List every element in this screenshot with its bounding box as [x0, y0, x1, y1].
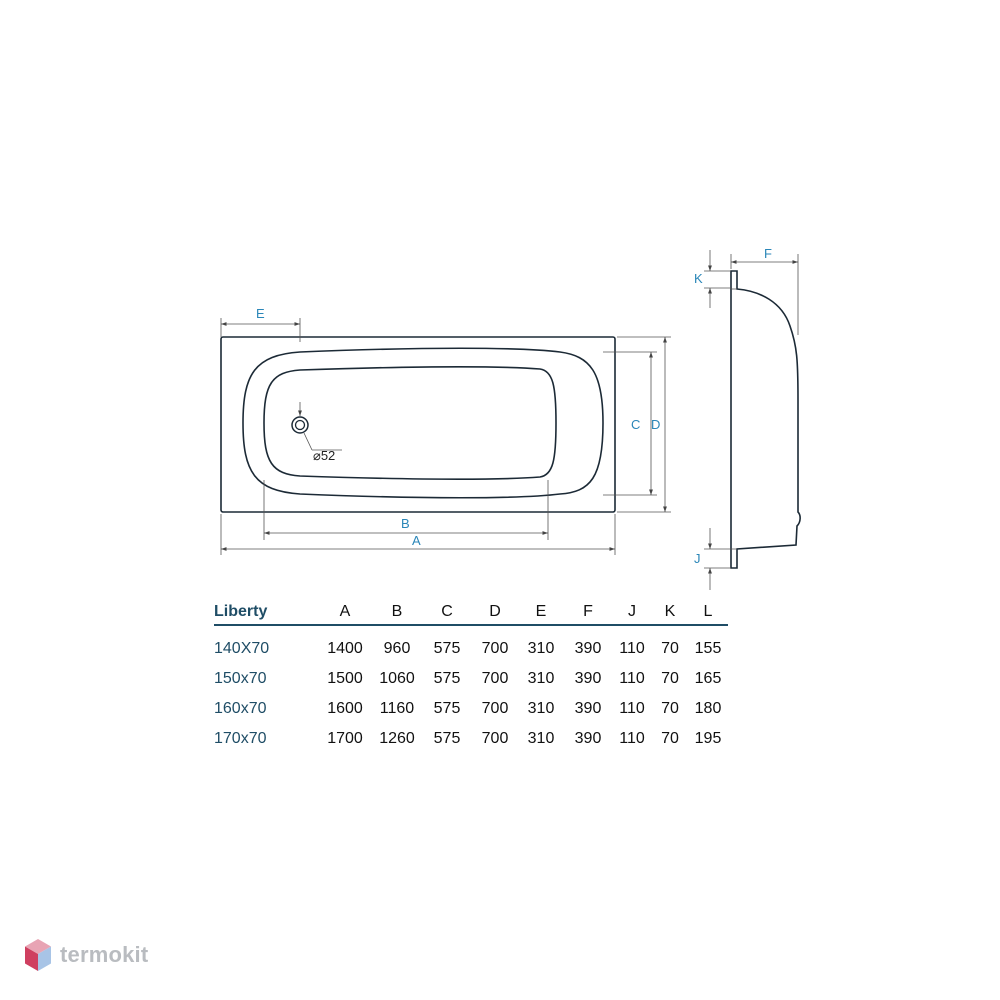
cell-j: 110 — [619, 670, 645, 687]
cell-d: 700 — [481, 730, 509, 747]
table-row: 150x70 1500 1060 575 700 310 390 110 70 … — [214, 664, 728, 694]
model-column-header: Liberty — [214, 600, 318, 626]
top-view: ⌀52 E B A C D — [220, 306, 671, 555]
cell-l: 180 — [694, 700, 722, 717]
cell-f: 390 — [574, 640, 602, 657]
table-row: 140X70 1400 960 575 700 310 390 110 70 1… — [214, 625, 728, 664]
cell-a: 1500 — [327, 670, 363, 687]
cell-d: 700 — [481, 700, 509, 717]
cell-k: 70 — [661, 730, 679, 747]
column-header-l: L — [688, 600, 728, 626]
drain-inner-circle — [294, 419, 306, 431]
table-header-row: Liberty A B C D E F J K L — [214, 600, 728, 626]
brand-watermark: termokit — [24, 935, 148, 975]
model-cell: 160x70 — [214, 700, 267, 717]
cell-f: 390 — [574, 670, 602, 687]
model-cell: 140X70 — [214, 640, 270, 657]
cell-f: 390 — [574, 730, 602, 747]
cell-j: 110 — [619, 730, 645, 747]
termokit-logo-icon — [25, 939, 51, 971]
logo-left-face — [25, 946, 38, 971]
dim-label-d: D — [651, 417, 660, 432]
cell-k: 70 — [661, 640, 679, 657]
column-header-e: E — [518, 600, 564, 626]
cell-c: 575 — [433, 670, 461, 687]
column-header-f: F — [564, 600, 612, 626]
table-row: 160x70 1600 1160 575 700 310 390 110 70 … — [214, 694, 728, 724]
dim-label-j: J — [694, 551, 701, 566]
cell-a: 1400 — [327, 640, 363, 657]
cell-b: 1060 — [379, 670, 415, 687]
column-header-d: D — [472, 600, 518, 626]
side-view: K F J — [694, 246, 801, 590]
cell-e: 310 — [527, 640, 555, 657]
cell-e: 310 — [527, 700, 555, 717]
dim-label-c: C — [631, 417, 640, 432]
table-row: 170x70 1700 1260 575 700 310 390 110 70 … — [214, 724, 728, 754]
cell-c: 575 — [433, 640, 461, 657]
cell-l: 195 — [694, 730, 722, 747]
cell-c: 575 — [433, 700, 461, 717]
drain-outer-circle — [291, 416, 309, 434]
column-header-k: K — [652, 600, 688, 626]
bathtub-technical-drawing: ⌀52 E B A C D K — [220, 246, 801, 590]
tub-floor-outline — [263, 366, 557, 480]
tub-inner-bowl-outline — [242, 347, 604, 499]
model-cell: 150x70 — [214, 670, 267, 687]
cell-d: 700 — [481, 670, 509, 687]
cell-d: 700 — [481, 640, 509, 657]
cell-b: 1260 — [379, 730, 415, 747]
column-header-b: B — [372, 600, 422, 626]
dim-label-f: F — [764, 246, 772, 261]
dimensions-table: Liberty A B C D E F J K L 140X70 1400 96… — [214, 600, 728, 754]
model-cell: 170x70 — [214, 730, 267, 747]
cell-j: 110 — [619, 640, 645, 657]
tub-side-profile — [730, 270, 801, 569]
column-header-j: J — [612, 600, 652, 626]
cell-e: 310 — [527, 730, 555, 747]
dim-label-a: A — [412, 533, 421, 548]
logo-right-face — [38, 946, 51, 971]
column-header-a: A — [318, 600, 372, 626]
cell-l: 165 — [694, 670, 722, 687]
cell-c: 575 — [433, 730, 461, 747]
cell-k: 70 — [661, 670, 679, 687]
cell-a: 1700 — [327, 730, 363, 747]
drain-diameter-label: ⌀52 — [313, 448, 335, 463]
tub-rim-outline — [220, 336, 616, 513]
cell-e: 310 — [527, 670, 555, 687]
dim-label-b: B — [401, 516, 410, 531]
dim-label-e: E — [256, 306, 265, 321]
dim-label-k: K — [694, 271, 703, 286]
cell-k: 70 — [661, 700, 679, 717]
column-header-c: C — [422, 600, 472, 626]
brand-name: termokit — [60, 942, 149, 967]
cell-l: 155 — [694, 640, 722, 657]
cell-b: 960 — [383, 640, 411, 657]
cell-a: 1600 — [327, 700, 363, 717]
cell-b: 1160 — [379, 700, 415, 717]
cell-j: 110 — [619, 700, 645, 717]
cell-f: 390 — [574, 700, 602, 717]
